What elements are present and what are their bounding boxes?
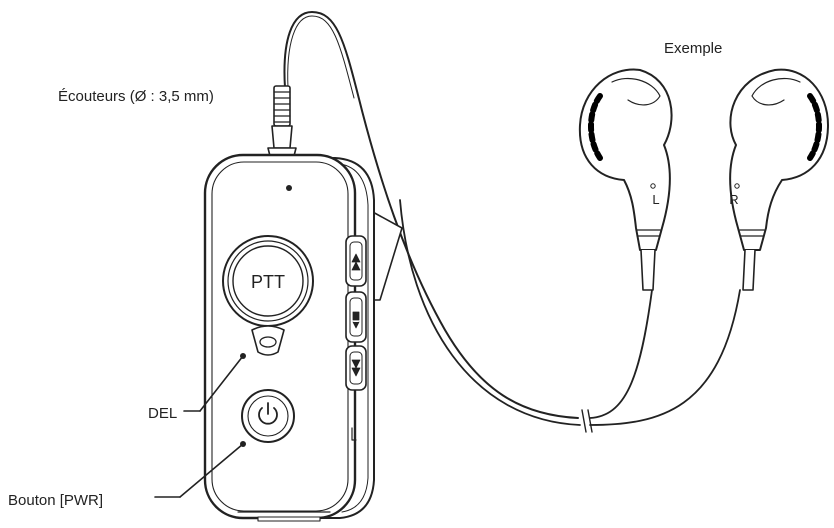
example-label: Exemple [664,40,723,57]
volume-up-icon [351,253,361,271]
ptt-label: PTT [251,272,285,292]
ptt-button[interactable] [222,235,314,327]
channel-icon [352,311,360,329]
earphones-label: Écouteurs (Ø : 3,5 mm) [58,88,214,105]
power-icon [258,407,278,425]
led-label: DEL [148,405,178,422]
side-button-volume-down[interactable] [345,345,367,391]
volume-down-icon [351,359,361,377]
radio-device [203,153,403,522]
right-earbud-mark: R [729,192,738,207]
pwr-button-label: Bouton [PWR] [8,492,104,509]
power-button[interactable] [241,389,295,443]
side-button-volume-up[interactable] [345,235,367,287]
left-earbud-mark: L [652,192,659,207]
right-earbud [729,68,829,291]
left-earbud [578,68,673,291]
earphone-jack [267,85,297,157]
leader-lines [154,355,244,498]
earphone-cable [283,11,741,433]
side-button-channel[interactable] [345,291,367,343]
